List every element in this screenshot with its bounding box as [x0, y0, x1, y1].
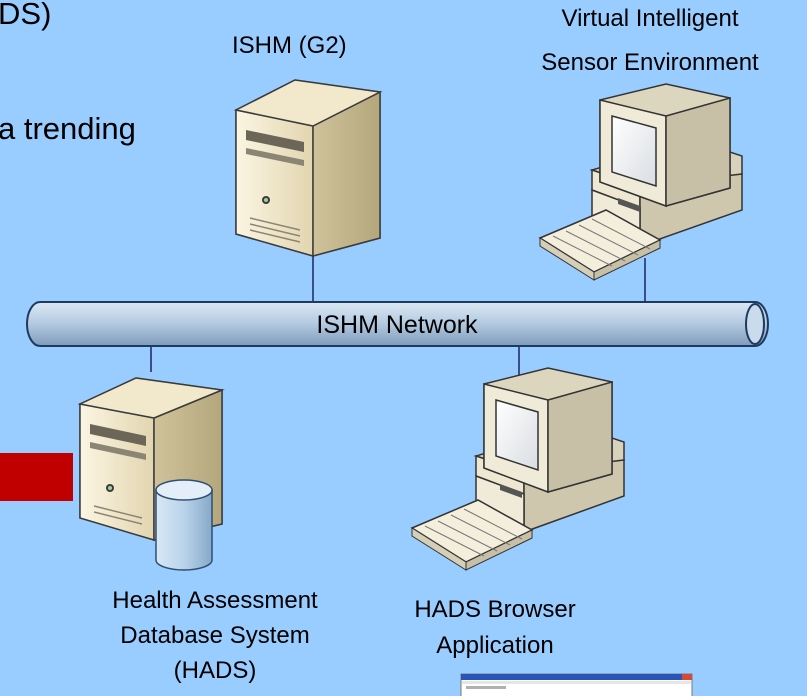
ishm-g2-server-icon — [233, 79, 383, 257]
vise-label-line1: Virtual Intelligent — [561, 5, 739, 32]
network-links — [150, 252, 646, 388]
hads-label-line2: Database System — [120, 622, 310, 649]
hads-label-line3: (HADS) — [173, 657, 257, 684]
network-label: ISHM Network — [316, 311, 478, 339]
slide-text-fragment-top: DS) — [0, 0, 52, 31]
hads-browser-label-line2: Application — [436, 632, 554, 659]
hads-browser-workstation-icon — [410, 367, 625, 571]
vise-label-line2: Sensor Environment — [541, 49, 759, 76]
slide-text-fragment-middle: a trending — [0, 111, 136, 146]
vise-workstation-icon — [538, 83, 743, 281]
hads-label-line1: Health Assessment — [112, 587, 318, 614]
callout-bar — [0, 453, 73, 501]
ishm-g2-label: ISHM (G2) — [232, 32, 347, 59]
hads-browser-screenshot-thumbnail — [460, 673, 693, 696]
hads-browser-label-line1: HADS Browser — [414, 596, 576, 623]
ishm-network-pipe: ISHM Network — [26, 301, 769, 347]
database-icon — [155, 479, 213, 571]
